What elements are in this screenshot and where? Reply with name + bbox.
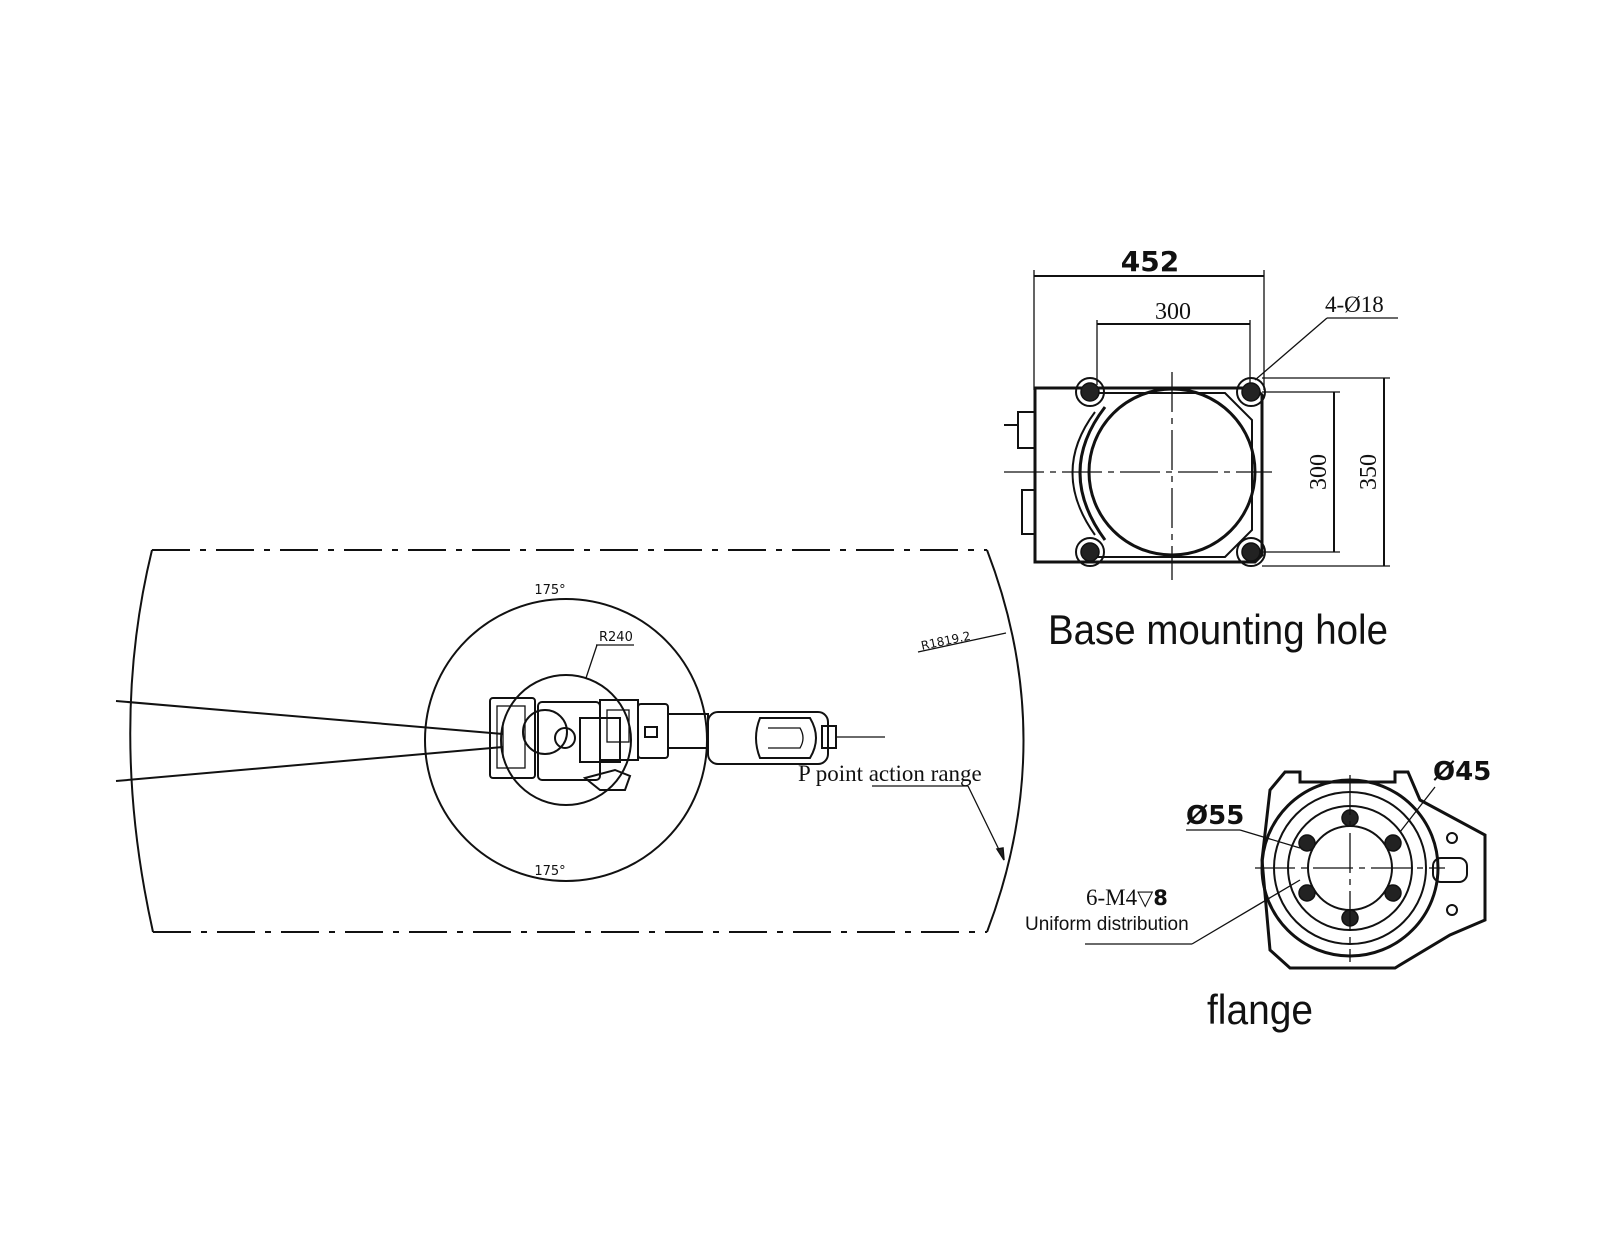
dim-300h-label: 300 bbox=[1155, 299, 1191, 325]
dia-pcd-label: Ø55 bbox=[1186, 801, 1244, 831]
base-view-title: Base mounting hole bbox=[1048, 606, 1388, 653]
dia-pcd-leader bbox=[1239, 829, 1301, 849]
dia-outer-label: Ø45 bbox=[1433, 757, 1491, 787]
base-hole-bottom-left bbox=[1080, 542, 1100, 562]
base-cable-arc-inner bbox=[1071, 411, 1096, 536]
base-inner-outline bbox=[1095, 392, 1253, 558]
base-hole-bottom-right bbox=[1241, 542, 1261, 562]
wedge-line-lower bbox=[115, 746, 504, 782]
flange-bolt-2 bbox=[1384, 834, 1402, 852]
base-cable-arc bbox=[1078, 406, 1107, 541]
flange-bolt-6 bbox=[1298, 834, 1316, 852]
wedge-line-upper bbox=[115, 700, 504, 735]
robot-elbow-knob bbox=[644, 726, 658, 738]
flange-screw-b bbox=[1446, 904, 1458, 916]
envelope-left-arc bbox=[129, 549, 154, 933]
base-hole-top-left bbox=[1080, 382, 1100, 402]
distribution-label: Uniform distribution bbox=[1025, 914, 1189, 935]
base-hole-ring-tl bbox=[1075, 377, 1105, 407]
flange-bolt-3 bbox=[1384, 884, 1402, 902]
robot-wrist-slot bbox=[768, 727, 804, 749]
robot-elbow bbox=[637, 703, 669, 759]
base-mounting-view: 452 300 4-Ø18 300 bbox=[1004, 245, 1398, 653]
robot-motor-b bbox=[606, 709, 630, 743]
outer-radius-label: R1819.2 bbox=[920, 629, 972, 653]
robot-forearm-b bbox=[707, 711, 829, 765]
hole-spec-label: 4-Ø18 bbox=[1325, 292, 1384, 317]
robot-joint-1-inner bbox=[554, 727, 576, 749]
robot-base-plate bbox=[489, 697, 536, 779]
flange-view: Ø45 Ø55 6-M4▽8 Uniform distribution flan… bbox=[1025, 757, 1491, 1033]
robot-forearm bbox=[667, 713, 709, 749]
base-hole-ring-bl bbox=[1075, 537, 1105, 567]
thread-spec-label: 6-M4▽8 bbox=[1086, 885, 1168, 910]
flange-view-title: flange bbox=[1207, 986, 1313, 1033]
robot-joint-1 bbox=[522, 709, 568, 755]
flange-housing bbox=[1260, 770, 1487, 970]
dim-300v-label: 300 bbox=[1306, 454, 1332, 490]
inner-radius-circle bbox=[500, 674, 632, 806]
base-connector bbox=[1017, 411, 1036, 449]
robot-base-inner bbox=[496, 705, 526, 769]
thread-depth-text: ▽8 bbox=[1137, 886, 1168, 910]
robot-cable-cover bbox=[582, 768, 632, 791]
angle-top-label: 175° bbox=[534, 583, 565, 598]
range-leader-arrow bbox=[995, 847, 1005, 861]
base-hole-top-right bbox=[1241, 382, 1261, 402]
dim-452-label: 452 bbox=[1121, 245, 1179, 278]
inner-radius-leader bbox=[585, 644, 598, 679]
outer-radius-leader bbox=[917, 632, 1007, 653]
thread-leader bbox=[1191, 879, 1301, 945]
flange-bolt-5 bbox=[1298, 884, 1316, 902]
flange-screw-a bbox=[1446, 832, 1458, 844]
dia-outer-leader bbox=[1399, 786, 1436, 833]
robot-wrist-fork bbox=[755, 717, 817, 759]
base-outline bbox=[1033, 386, 1264, 564]
angle-bottom-label: 175° bbox=[534, 864, 565, 879]
flange-side-port bbox=[1432, 857, 1468, 883]
hole-spec-leader bbox=[1254, 317, 1328, 381]
robot-shoulder bbox=[537, 701, 601, 781]
work-envelope-view: 175° 175° R240 R1819.2 P point action ra… bbox=[115, 549, 1025, 933]
robot-top-view bbox=[489, 697, 885, 791]
thread-spec-text: 6-M4 bbox=[1086, 885, 1138, 910]
inner-radius-label: R240 bbox=[599, 630, 633, 645]
range-label: P point action range bbox=[798, 761, 982, 786]
base-connector-b bbox=[1021, 489, 1036, 535]
dim-350-label: 350 bbox=[1356, 454, 1382, 490]
range-leader bbox=[967, 785, 1005, 861]
envelope-right-arc bbox=[986, 549, 1025, 933]
